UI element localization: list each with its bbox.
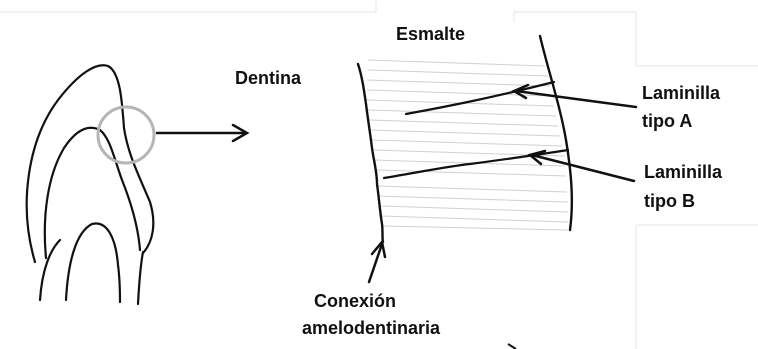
label-conexion-line2: amelodentinaria [302, 318, 441, 338]
label-laminilla-a-line1: Laminilla [642, 83, 721, 103]
stray-mark [508, 344, 516, 349]
label-laminilla-b-line1: Laminilla [644, 162, 723, 182]
tooth-sketch [27, 65, 154, 304]
tooth-pulp-canal [66, 223, 120, 302]
tooth-root-outer [40, 240, 60, 300]
label-esmalte: Esmalte [396, 24, 465, 44]
label-dentina: Dentina [235, 68, 302, 88]
label-laminilla-b-line2: tipo B [644, 191, 695, 211]
label-laminilla-a-line2: tipo A [642, 111, 692, 131]
tooth-root-right [138, 252, 143, 304]
label-conexion-line1: Conexión [314, 291, 396, 311]
arrow-to-junction [369, 242, 385, 282]
enamel-section [358, 36, 572, 242]
tooth-dentin-contour [45, 128, 140, 258]
lamella-type-a-line [406, 82, 554, 114]
zoom-arrow [157, 125, 247, 141]
